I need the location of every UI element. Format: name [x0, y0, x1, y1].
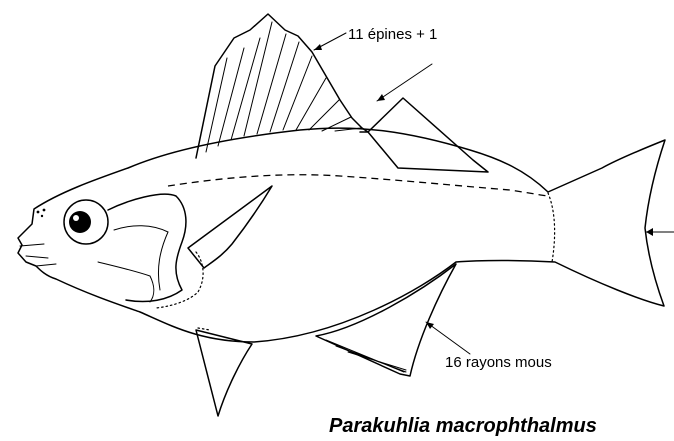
lateral-line — [168, 175, 550, 196]
pelvic-fin — [196, 330, 252, 416]
caudal-peduncle-line — [548, 193, 555, 262]
spiny-dorsal-fin — [196, 14, 368, 158]
pelvic-fin-base — [198, 328, 210, 330]
species-name: Parakuhlia macrophthalmus — [329, 415, 597, 438]
dorsal-spines-label: 11 épines + 1 — [348, 26, 437, 43]
mouth — [20, 244, 56, 266]
fish-body — [18, 128, 665, 342]
eye — [64, 200, 108, 244]
gill-cover — [98, 194, 203, 308]
pectoral-fin — [188, 186, 272, 268]
nostrils — [37, 209, 46, 218]
arrow-icon — [314, 33, 674, 354]
anal-fin — [316, 264, 456, 376]
soft-dorsal-fin — [368, 98, 488, 172]
anal-rays-label: 16 rayons mous — [445, 354, 552, 371]
